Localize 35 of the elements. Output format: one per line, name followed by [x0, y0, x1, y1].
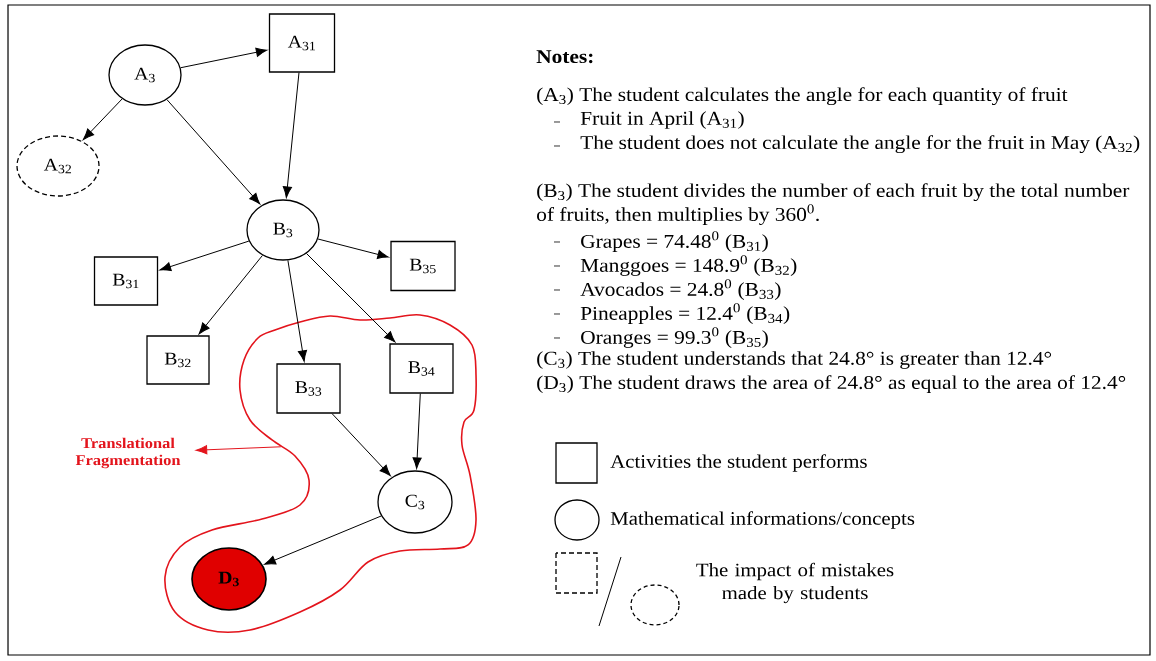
note-text: (C$_{3}$) The student understands that 24.8° is greater than 12.4° — [537, 351, 1052, 369]
arrow — [317, 238, 389, 259]
callout-text: Translational Fragmentation — [75, 437, 181, 469]
list-item: Manggoes = 148.9$^{0}$ (B$_{32}$) — [553, 255, 797, 276]
arrow — [195, 445, 282, 455]
legend-text: Mathematical informations/concepts — [610, 511, 915, 529]
list-item: Pineapples = 12.4$^{0}$ (B$_{34}$) — [553, 303, 790, 324]
arrow — [282, 72, 300, 198]
legend-text: The impact of mistakes made by students — [696, 562, 894, 604]
arrow — [331, 413, 391, 477]
activity-box: A$_{31}$ — [268, 13, 336, 73]
activity-box: B$_{32}$ — [146, 335, 210, 385]
legend-text: Activities the student performs — [610, 454, 867, 472]
list-item: Avocados = 24.8$^{0}$ (B$_{33}$) — [553, 279, 781, 300]
arrow — [166, 99, 261, 205]
note-text: (B$_{3}$) The student divides the number of each fruit by the total number of fruits, then multiplies by 360$^{0}$. — [537, 183, 1130, 225]
activity-box: B$_{35}$ — [390, 240, 456, 292]
list-item: Grapes = 74.48$^{0}$ (B$_{31}$) — [553, 231, 768, 252]
arrow — [180, 47, 268, 69]
note-text: (A$_{3}$) The student calculates the angle for each quantity of fruit — [537, 87, 1068, 106]
arrow — [287, 259, 308, 362]
arrow — [264, 515, 382, 565]
note-text: (D$_{3}$) The student draws the area of 24.8° as equal to the area of 12.4° — [537, 375, 1126, 393]
activity-box: B$_{34}$ — [389, 343, 454, 394]
activity-box: B$_{31}$ — [93, 256, 159, 306]
list-item: Fruit in April (A$_{31}$) — [553, 111, 744, 129]
arrow — [82, 98, 123, 140]
arrow — [306, 253, 396, 343]
notes-heading: Notes: — [536, 50, 593, 64]
arrow — [159, 240, 250, 272]
arrow — [412, 393, 422, 469]
activity-box: B$_{33}$ — [276, 363, 341, 414]
arrow — [198, 254, 263, 335]
list-item: Oranges = 99.3$^{0}$ (B$_{35}$) — [553, 327, 768, 348]
list-item: The student does not calculate the angle for the fruit in May (A$_{32}$) — [553, 135, 1140, 154]
